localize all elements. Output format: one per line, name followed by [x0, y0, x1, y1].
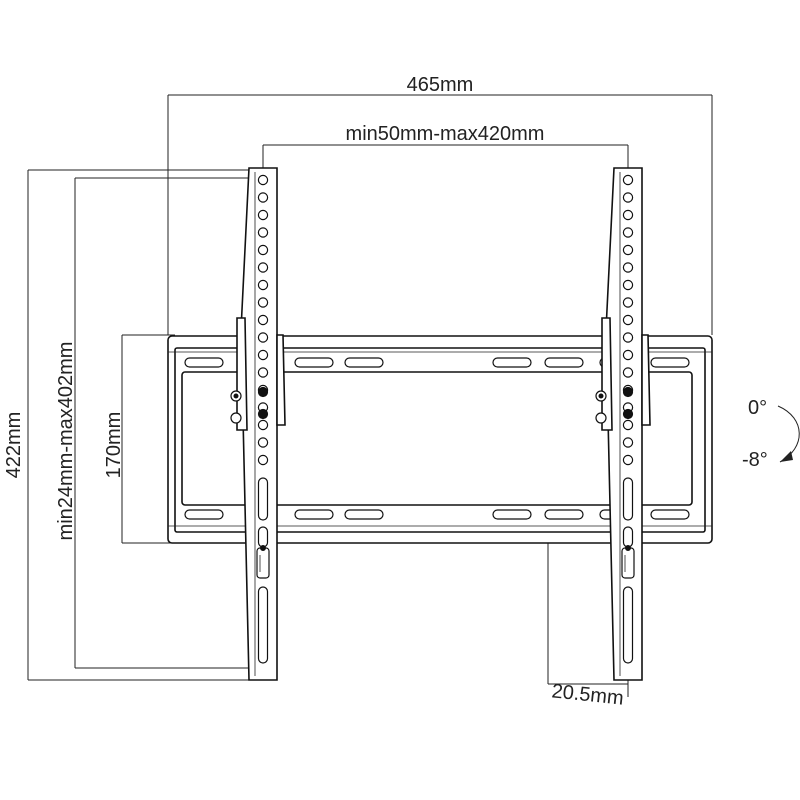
- arm-hole: [622, 332, 634, 343]
- wall-distance-label: 20.5mm: [551, 680, 625, 709]
- arm-slot: [257, 526, 269, 548]
- arm-hole: [257, 262, 269, 273]
- arm-hole: [622, 279, 634, 291]
- arm-hole: [622, 419, 634, 431]
- arm-hole: [622, 244, 634, 256]
- bolt-icon: [622, 386, 634, 398]
- mount-slot: [650, 357, 690, 368]
- vesa-vertical-label: min24mm-max402mm: [55, 342, 77, 541]
- mount-slot: [544, 509, 584, 520]
- overall-width-label: 465mm: [407, 74, 474, 96]
- arm-slot: [257, 477, 269, 521]
- arm-hole: [257, 192, 269, 203]
- arm-hole: [257, 209, 269, 221]
- arm-hole: [257, 349, 269, 361]
- safety-lock-icon: [256, 547, 270, 579]
- mount-slot: [492, 509, 532, 520]
- arm-hole: [257, 419, 269, 431]
- arm-hole: [622, 192, 634, 203]
- dimension-lines: [27, 94, 713, 697]
- tilt-knob-icon: [595, 412, 607, 424]
- arm-hole: [622, 227, 634, 238]
- arm-hole: [622, 367, 634, 378]
- vesa-horizontal-label: min50mm-max420mm: [346, 123, 545, 145]
- arm-hole: [622, 262, 634, 273]
- arm-hole: [257, 174, 269, 186]
- safety-lock-icon: [621, 547, 635, 579]
- arm-hole: [257, 227, 269, 238]
- mount-slot: [492, 357, 532, 368]
- arm-hole: [257, 332, 269, 343]
- mount-slot: [294, 509, 334, 520]
- arm-hole: [257, 437, 269, 448]
- arm-hole: [257, 244, 269, 256]
- bolt-icon: [257, 386, 269, 398]
- arm-hole: [257, 297, 269, 308]
- arm-flange: [276, 334, 286, 426]
- arm-hole: [257, 314, 269, 326]
- wall-plate: [167, 335, 713, 544]
- mount-slot: [344, 357, 384, 368]
- arm-hole: [622, 454, 634, 466]
- plate-height-label: 170mm: [103, 412, 125, 479]
- overall-height-label: 422mm: [3, 412, 25, 479]
- arm-hole: [622, 314, 634, 326]
- tilt-knob-icon: [230, 412, 242, 424]
- right-tv-bracket-arm: [595, 167, 651, 681]
- mount-slot: [184, 509, 224, 520]
- arm-hole: [257, 454, 269, 466]
- arm-slot: [622, 477, 634, 521]
- mount-slot: [544, 357, 584, 368]
- arm-slot: [622, 526, 634, 548]
- bolt-icon: [257, 408, 269, 420]
- mount-slot: [650, 509, 690, 520]
- tilt-upper-label: 0°: [748, 397, 767, 419]
- mount-slot: [294, 357, 334, 368]
- arm-hole: [622, 174, 634, 186]
- arm-flange: [641, 334, 651, 426]
- mount-slot: [184, 357, 224, 368]
- tilt-arrowhead-icon: [780, 451, 793, 462]
- tilt-lower-label: -8°: [742, 449, 768, 471]
- arm-hole: [622, 437, 634, 448]
- arm-slot: [622, 586, 634, 664]
- arm-hole: [622, 209, 634, 221]
- bolt-icon: [622, 408, 634, 420]
- arm-slot: [257, 586, 269, 664]
- mount-slot: [344, 509, 384, 520]
- arm-hole: [257, 279, 269, 291]
- arm-hole: [622, 349, 634, 361]
- arm-hole: [257, 367, 269, 378]
- arm-hole: [622, 297, 634, 308]
- left-tv-bracket-arm: [230, 167, 286, 681]
